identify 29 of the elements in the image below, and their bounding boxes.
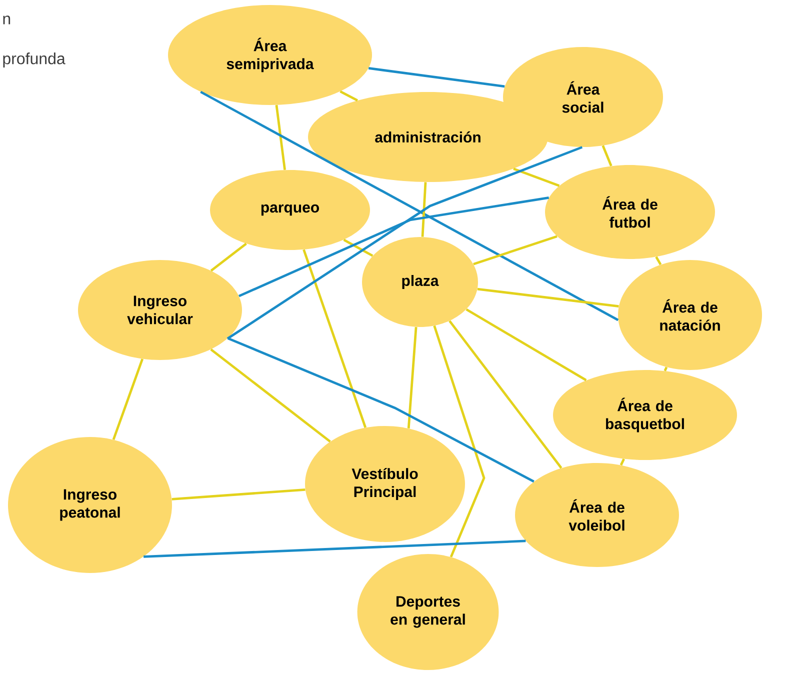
legend-text: n bbox=[3, 16, 10, 24]
connector-line bbox=[302, 249, 367, 428]
connector-line bbox=[602, 145, 612, 166]
connector-line bbox=[238, 196, 550, 298]
node-label: administración bbox=[375, 131, 480, 143]
connector-line bbox=[473, 235, 558, 266]
connector-line bbox=[368, 67, 505, 88]
connector-line bbox=[421, 182, 427, 237]
connector-line bbox=[513, 168, 560, 187]
connector-line bbox=[655, 256, 662, 266]
connector-line bbox=[433, 325, 486, 558]
connector-line bbox=[664, 366, 668, 372]
connector-line bbox=[200, 90, 619, 322]
connector-line bbox=[275, 104, 286, 170]
connector-line bbox=[477, 288, 619, 308]
connector-line bbox=[340, 90, 358, 102]
connector-line bbox=[210, 348, 331, 442]
connector-line bbox=[144, 540, 526, 558]
connector-line bbox=[620, 458, 625, 466]
connector-line bbox=[407, 327, 418, 428]
connector-line bbox=[466, 308, 587, 382]
connector-line bbox=[227, 337, 534, 483]
connector-line bbox=[448, 320, 562, 469]
connector-line bbox=[226, 146, 583, 340]
connector-line bbox=[112, 358, 144, 440]
connector-line bbox=[172, 488, 306, 500]
legend-text: profunda bbox=[3, 52, 66, 68]
connector-line bbox=[210, 242, 247, 272]
connector-line bbox=[343, 238, 374, 257]
